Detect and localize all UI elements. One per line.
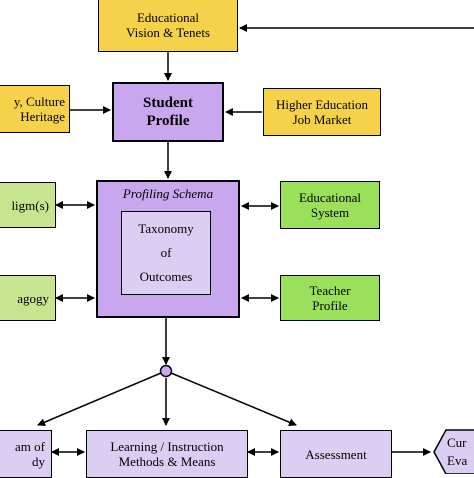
vision-line-1: Educational [136, 10, 200, 25]
hub-node [159, 364, 173, 378]
pedagogy-box: agogy [0, 275, 56, 321]
culture-line-1: y, Culture [13, 94, 65, 109]
learning-line-1: Learning / Instruction [110, 439, 224, 454]
educational-system-box: Educational System [280, 181, 380, 229]
culture-heritage-box: y, Culture Heritage [0, 85, 70, 133]
taxonomy-line-1: Taxonomy [138, 221, 194, 236]
vision-line-2: Vision & Tenets [125, 25, 210, 40]
taxonomy-box: Taxonomy of Outcomes [121, 211, 211, 295]
edsystem-line-2: System [310, 205, 350, 220]
arrow-hub-to-program [37, 372, 162, 426]
learning-instruction-box: Learning / Instruction Methods & Means [86, 430, 248, 478]
schema-title: Profiling Schema [122, 186, 214, 201]
student-profile-box: Student Profile [112, 82, 224, 142]
arrow-hub-to-assessment [170, 372, 297, 427]
teacher-line-2: Profile [312, 298, 348, 313]
student-line-1: Student [142, 95, 194, 111]
pedagogy-line-1: agogy [17, 290, 49, 306]
jobmarket-line-1: Higher Education [275, 97, 369, 112]
program-line-2: dy [32, 454, 45, 469]
teacher-line-1: Teacher [309, 283, 351, 298]
taxonomy-line-2: of [160, 245, 172, 260]
taxonomy-line-3: Outcomes [139, 269, 193, 284]
vision-tenets-box: Educational Vision & Tenets [98, 0, 238, 52]
paradigm-line-1: ligm(s) [11, 197, 49, 213]
paradigm-box: ligm(s) [0, 182, 56, 228]
program-of-study-box: am of dy [0, 430, 52, 478]
curriculum-line-1: Cur [447, 435, 467, 450]
program-line-1: am of [15, 439, 45, 454]
assessment-line-1: Assessment [305, 446, 367, 462]
jobmarket-line-2: Job Market [292, 112, 352, 127]
culture-line-2: Heritage [20, 109, 65, 124]
learning-line-2: Methods & Means [118, 454, 216, 469]
job-market-box: Higher Education Job Market [263, 88, 381, 136]
student-line-2: Profile [146, 113, 190, 129]
teacher-profile-box: Teacher Profile [280, 275, 380, 321]
assessment-box: Assessment [280, 430, 392, 478]
curriculum-evaluation-text: Cur Eva [447, 434, 474, 470]
curriculum-box-shape [433, 429, 474, 474]
curriculum-line-2: Eva [447, 453, 468, 468]
edsystem-line-1: Educational [298, 190, 362, 205]
